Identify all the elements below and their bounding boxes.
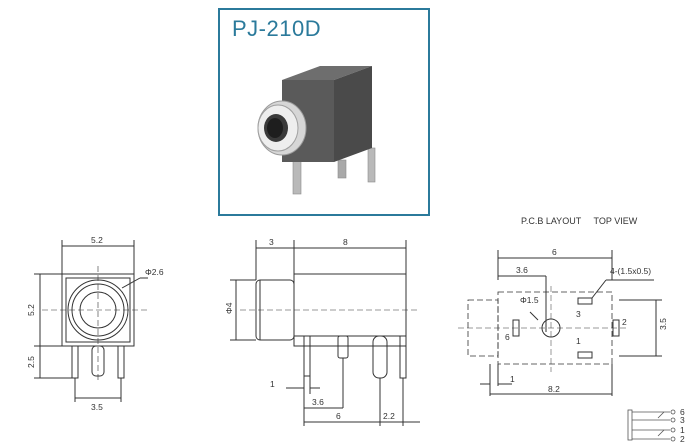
front-hole-label: Φ2.6 <box>145 267 164 277</box>
side-nose-label: 3 <box>269 237 274 247</box>
side-view-drawing: 3 8 Φ4 1 3.6 6 2.2 <box>224 237 420 426</box>
schematic-pin-2: 2 <box>680 434 685 444</box>
front-pin-spacing-label: 3.5 <box>91 402 103 412</box>
front-height-label: 5.2 <box>26 304 36 316</box>
pin-schematic: 6 3 1 2 <box>627 407 685 444</box>
product-photo <box>257 66 376 195</box>
side-pin-span-label: 6 <box>336 411 341 421</box>
side-body-label: 8 <box>343 237 348 247</box>
side-pin-end-label: 2.2 <box>383 411 395 421</box>
pcb-layout-drawing: 6 3.6 Φ1.5 4-(1.5x0.5) 3.5 3 6 2 1 1 8.2 <box>458 247 668 396</box>
front-view-drawing: 5.2 Φ2.6 5.2 2.5 3.5 <box>26 235 164 412</box>
schematic-pin-6: 6 <box>680 407 685 417</box>
pad-label-3: 3 <box>576 309 581 319</box>
side-diameter-label: Φ4 <box>224 302 234 314</box>
schematic-pin-3: 3 <box>680 415 685 425</box>
pcb-hole-label: Φ1.5 <box>520 295 539 305</box>
pad-label-6: 6 <box>505 332 510 342</box>
side-pin-offset-label: 3.6 <box>312 397 324 407</box>
pcb-height-label: 3.5 <box>658 318 668 330</box>
schematic-pin-1: 1 <box>680 425 685 435</box>
pcb-heading: P.C.B LAYOUT TOP VIEW <box>521 216 637 226</box>
pcb-hole-offset-label: 3.6 <box>516 265 528 275</box>
pcb-nose-label: 1 <box>510 374 515 384</box>
pcb-total-label: 8.2 <box>548 384 560 394</box>
front-pin-length-label: 2.5 <box>26 356 36 368</box>
product-title: PJ-210D <box>232 16 322 41</box>
pcb-width-label: 6 <box>552 247 557 257</box>
pcb-layout-label: P.C.B LAYOUT <box>521 216 582 226</box>
pad-label-1: 1 <box>576 336 581 346</box>
product-frame: PJ-210D <box>218 8 430 216</box>
pad-label-2: 2 <box>622 317 627 327</box>
pcb-pads-label: 4-(1.5x0.5) <box>610 266 651 276</box>
top-view-label: TOP VIEW <box>593 216 638 226</box>
side-pin-width-label: 1 <box>270 379 275 389</box>
front-width-label: 5.2 <box>91 235 103 245</box>
